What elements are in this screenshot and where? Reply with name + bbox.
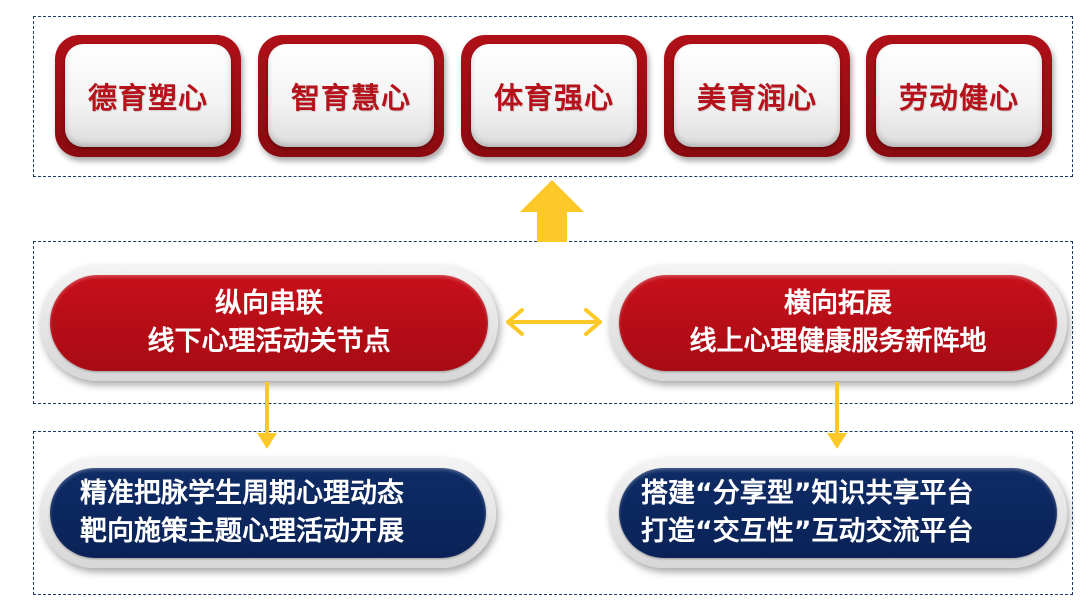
up-arrow-icon	[520, 180, 584, 242]
goal-card-physical: 体育强心	[461, 35, 647, 157]
vertical-linkage-pill: 纵向串联 线下心理活动关节点	[40, 265, 498, 381]
goal-label: 劳动健心	[898, 80, 1019, 115]
down-arrow-right-icon	[827, 382, 847, 449]
double-arrow-icon	[506, 308, 602, 336]
goal-card-moral: 德育塑心	[55, 35, 241, 157]
down-arrow-left-icon	[257, 382, 277, 449]
pill-subtitle: 线下心理活动关节点	[147, 326, 391, 357]
offline-actions-pill: 精准把脉学生周期心理动态 靶向施策主题心理活动开展	[40, 458, 496, 568]
goal-label: 德育塑心	[87, 80, 208, 115]
pill-title: 横向拓展	[784, 288, 892, 319]
goal-label: 体育强心	[493, 80, 614, 115]
actions-panel	[33, 431, 1073, 595]
goal-card-intellectual: 智育慧心	[258, 35, 444, 157]
pill-subtitle: 线上心理健康服务新阵地	[689, 326, 987, 357]
action-line: 靶向施策主题心理活动开展	[80, 516, 404, 547]
action-line: 打造“交互性”互动交流平台	[641, 516, 974, 547]
pill-title: 纵向串联	[215, 288, 323, 319]
goal-label: 智育慧心	[290, 80, 411, 115]
goal-card-labor: 劳动健心	[866, 35, 1052, 157]
horizontal-expansion-pill: 横向拓展 线上心理健康服务新阵地	[609, 265, 1067, 381]
online-actions-pill: 搭建“分享型”知识共享平台 打造“交互性”互动交流平台	[609, 458, 1067, 568]
goal-label: 美育润心	[696, 80, 817, 115]
goals-panel	[33, 16, 1073, 177]
action-line: 搭建“分享型”知识共享平台	[641, 478, 974, 509]
goal-card-aesthetic: 美育润心	[664, 35, 850, 157]
action-line: 精准把脉学生周期心理动态	[80, 478, 404, 509]
